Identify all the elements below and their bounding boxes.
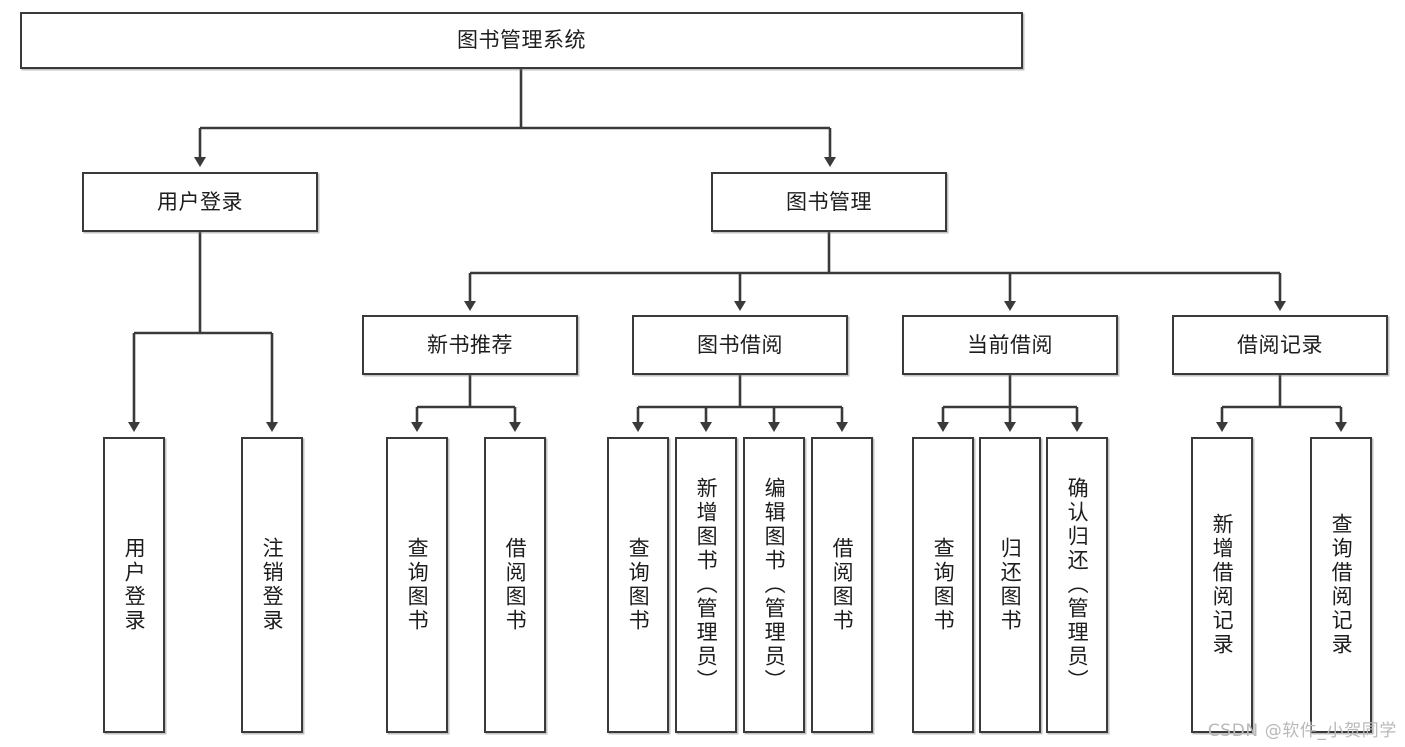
node-current-borrow[interactable]: 当前借阅 xyxy=(902,315,1118,375)
leaf-current-borrow-query[interactable]: 查询图书 xyxy=(912,437,974,733)
node-current-borrow-label: 当前借阅 xyxy=(967,332,1053,357)
leaf-current-borrow-return-label: 归还图书 xyxy=(998,537,1023,633)
watermark: CSDN @软件_小贺同学 xyxy=(1207,721,1397,741)
node-book-borrow-label: 图书借阅 xyxy=(697,332,783,357)
node-book-management[interactable]: 图书管理 xyxy=(711,172,947,232)
leaf-book-borrow-lend-label: 借阅图书 xyxy=(830,537,855,633)
leaf-current-borrow-confirm-return[interactable]: 确认归还（管理员） xyxy=(1046,437,1108,733)
node-new-book-recommend[interactable]: 新书推荐 xyxy=(362,315,578,375)
leaf-current-borrow-return[interactable]: 归还图书 xyxy=(979,437,1041,733)
leaf-book-borrow-query-label: 查询图书 xyxy=(626,537,651,633)
leaf-book-borrow-lend[interactable]: 借阅图书 xyxy=(811,437,873,733)
leaf-new-book-query[interactable]: 查询图书 xyxy=(386,437,448,733)
leaf-borrow-record-query[interactable]: 查询借阅记录 xyxy=(1310,437,1372,733)
leaf-book-borrow-add[interactable]: 新增图书（管理员） xyxy=(675,437,737,733)
leaf-user-login-signin-label: 用户登录 xyxy=(122,537,147,633)
leaf-user-login-signin[interactable]: 用户登录 xyxy=(103,437,165,733)
leaf-book-borrow-edit[interactable]: 编辑图书（管理员） xyxy=(743,437,805,733)
leaf-book-borrow-edit-label: 编辑图书（管理员） xyxy=(762,477,787,693)
node-user-login-label: 用户登录 xyxy=(157,189,243,214)
node-user-login[interactable]: 用户登录 xyxy=(82,172,318,232)
leaf-user-login-signout-label: 注销登录 xyxy=(260,537,285,633)
leaf-new-book-query-label: 查询图书 xyxy=(405,537,430,633)
node-root-label: 图书管理系统 xyxy=(457,28,586,53)
leaf-book-borrow-add-label: 新增图书（管理员） xyxy=(694,477,719,693)
leaf-book-borrow-query[interactable]: 查询图书 xyxy=(607,437,669,733)
node-borrow-record[interactable]: 借阅记录 xyxy=(1172,315,1388,375)
leaf-current-borrow-query-label: 查询图书 xyxy=(931,537,956,633)
node-root[interactable]: 图书管理系统 xyxy=(20,12,1023,69)
leaf-new-book-borrow[interactable]: 借阅图书 xyxy=(484,437,546,733)
node-book-management-label: 图书管理 xyxy=(786,189,872,214)
node-new-book-recommend-label: 新书推荐 xyxy=(427,332,513,357)
leaf-borrow-record-add[interactable]: 新增借阅记录 xyxy=(1191,437,1253,733)
leaf-borrow-record-query-label: 查询借阅记录 xyxy=(1329,513,1354,657)
leaf-user-login-signout[interactable]: 注销登录 xyxy=(241,437,303,733)
leaf-new-book-borrow-label: 借阅图书 xyxy=(503,537,528,633)
node-book-borrow[interactable]: 图书借阅 xyxy=(632,315,848,375)
leaf-current-borrow-confirm-return-label: 确认归还（管理员） xyxy=(1065,477,1090,693)
leaf-borrow-record-add-label: 新增借阅记录 xyxy=(1210,513,1235,657)
node-borrow-record-label: 借阅记录 xyxy=(1237,332,1323,357)
